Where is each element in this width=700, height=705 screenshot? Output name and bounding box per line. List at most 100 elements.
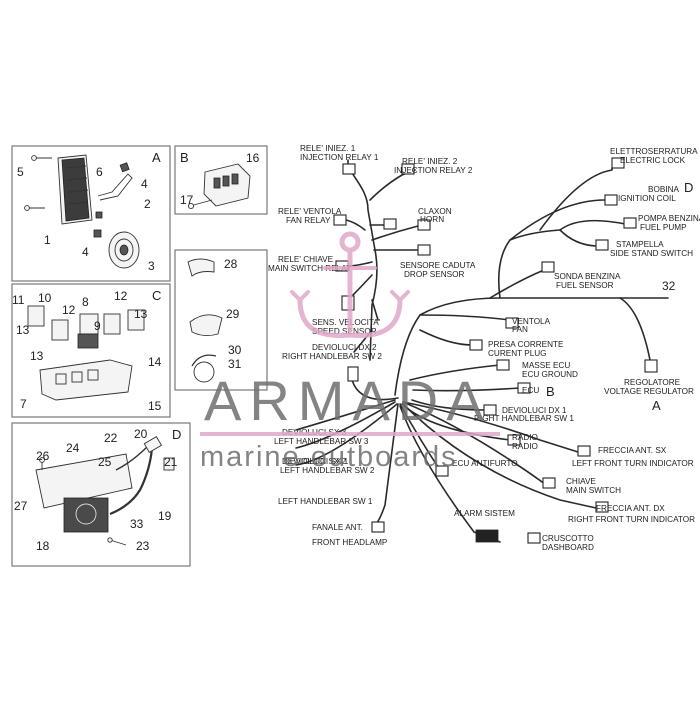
label-fuel-pump-it: POMPA BENZINA [638, 214, 700, 223]
panel-d-letter: D [172, 427, 181, 442]
label-fan-relay-en: FAN RELAY [286, 216, 331, 225]
label-right-front-turn-indicator-it: FRECCIA ANT. DX [596, 504, 665, 513]
harness-reference-marks: 32 D B A [546, 180, 693, 413]
label-front-headlamp-en: FRONT HEADLAMP [312, 538, 388, 547]
svg-text:25: 25 [98, 455, 112, 469]
svg-text:19: 19 [158, 509, 172, 523]
panel-bracket: 28 29 30 31 [174, 249, 268, 391]
label-drop-sensor-it: SENSORE CADUTA [400, 261, 476, 270]
label-left-front-turn-indicator-en: LEFT FRONT TURN INDICATOR [572, 459, 694, 468]
label-side-stand-switch-it: STAMPELLA [616, 240, 664, 249]
label-injection-relay-1-it: RELE' INIEZ. 1 [300, 144, 356, 153]
watermark: ARMADA marine outboards [200, 231, 500, 473]
panel-c-letter: C [152, 288, 161, 303]
svg-text:22: 22 [104, 431, 118, 445]
label-fan-relay-it: RELE' VENTOLA [278, 207, 342, 216]
fuse-box-drawing [203, 163, 251, 207]
horn-drawing [108, 231, 140, 269]
label-main-switch-it: CHIAVE [566, 477, 596, 486]
svg-text:14: 14 [148, 355, 162, 369]
svg-text:11: 11 [12, 293, 25, 307]
label-fan-en: FAN [512, 325, 528, 334]
label-dashboard-it: CRUSCOTTO [542, 534, 594, 543]
anchor-logo [290, 231, 410, 339]
label-left-handlebar-sw3-en: LEFT HANDLEBAR SW 3 [274, 437, 369, 446]
label-fuel-pump-en: FUEL PUMP [640, 223, 687, 232]
label-voltage-regulator-it: REGOLATORE [624, 378, 681, 387]
panel-b-letter: B [180, 150, 189, 165]
bracket-number: 29 [226, 307, 240, 321]
label-side-stand-switch-en: SIDE STAND SWITCH [610, 249, 693, 258]
label-radio-en: RADIO [512, 442, 538, 451]
ref-letter-regulator: A [652, 398, 661, 413]
watermark-divider [200, 432, 500, 436]
svg-text:10: 10 [38, 291, 52, 305]
label-left-front-turn-indicator-it: FRECCIA ANT. SX [598, 446, 667, 455]
harness-connectors [333, 157, 658, 544]
bracket-number: 31 [228, 357, 242, 371]
panel-b-frame [174, 145, 268, 215]
label-horn-it: CLAXON [418, 207, 452, 216]
label-electric-lock-en: ELECTRIC LOCK [620, 156, 686, 165]
label-injection-relay-1-en: INJECTION RELAY 1 [300, 153, 379, 162]
label-ignition-coil-it: BOBINA [648, 185, 679, 194]
panel-a-frame [11, 145, 171, 282]
svg-text:24: 24 [66, 441, 80, 455]
label-right-handlebar-sw2-en: RIGHT HANDLEBAR SW 2 [282, 352, 382, 361]
label-alarm-system-it: ECU ANTIFURTO [452, 459, 518, 468]
label-main-switch-relay-it: RELE' CHIAVE [278, 255, 334, 264]
label-left-handlebar-sw2-it: DEVIOLUCI SX 2 [282, 457, 347, 466]
label-main-switch-relay-en: MAIN SWITCH RELAY [268, 264, 352, 273]
label-fuel-sensor-it: SONDA BENZINA [554, 272, 621, 281]
svg-text:18: 18 [36, 539, 50, 553]
svg-text:26: 26 [36, 449, 50, 463]
watermark-tagline: marine outboards [200, 441, 458, 473]
ignition-coil-drawing [35, 436, 175, 546]
ref-number-32: 32 [662, 279, 676, 293]
label-front-headlamp-it: FANALE ANT. [312, 523, 363, 532]
label-ecu-ground-it: MASSE ECU [522, 361, 570, 370]
label-right-handlebar-sw1-en: RIGHT HANDLEBAR SW 1 [474, 414, 574, 423]
svg-text:7: 7 [20, 397, 27, 411]
svg-text:9: 9 [94, 319, 101, 333]
panel-c-numbers: 11 10 12 8 12 13 9 13 13 14 7 15 [12, 289, 162, 413]
label-right-front-turn-indicator-en: RIGHT FRONT TURN INDICATOR [568, 515, 695, 524]
label-drop-sensor-en: DROP SENSOR [404, 270, 464, 279]
svg-text:13: 13 [30, 349, 44, 363]
harness-labels: RELE' INIEZ. 1 INJECTION RELAY 1 RELE' I… [268, 144, 700, 552]
clip-drawings [187, 258, 223, 383]
panel-c: C 11 10 12 8 12 13 9 13 13 14 7 15 [11, 283, 171, 418]
label-speed-sensor-it: SENS. VELOCITA' [312, 318, 381, 327]
panel-bracket-frame [174, 249, 268, 391]
label-left-handlebar-sw1-it-shown: DEVIOLUCI SX 1 [284, 457, 349, 466]
svg-text:13: 13 [134, 307, 148, 321]
label-horn-en: HORN [420, 215, 444, 224]
label-alarm-system-en: ALARM SISTEM [454, 509, 515, 518]
label-injection-relay-2-en: INJECTION RELAY 2 [394, 166, 473, 175]
label-voltage-regulator-en: VOLTAGE REGULATOR [604, 387, 694, 396]
bracket-number: 28 [224, 257, 238, 271]
svg-text:33: 33 [130, 517, 144, 531]
label-main-switch-en: MAIN SWITCH [566, 486, 621, 495]
svg-text:13: 13 [16, 323, 30, 337]
label-speed-sensor-en: SPEED SENSOR [312, 327, 377, 336]
label-fuel-sensor-en: FUEL SENSOR [556, 281, 614, 290]
svg-text:1: 1 [44, 233, 51, 247]
panel-b-number: 16 [246, 151, 260, 165]
svg-text:12: 12 [62, 303, 76, 317]
svg-text:15: 15 [148, 399, 162, 413]
label-right-handlebar-sw2-it: DEVIOLUCI DX 2 [312, 343, 377, 352]
bracket-drawing [93, 162, 133, 238]
svg-text:3: 3 [148, 259, 155, 273]
label-current-plug-it: PRESA CORRENTE [488, 340, 564, 349]
label-ecu: ECU [522, 386, 539, 395]
svg-text:2: 2 [144, 197, 151, 211]
panel-a-letter: A [152, 150, 161, 165]
bracket-number: 30 [228, 343, 242, 357]
harness-wires [295, 159, 669, 543]
panel-c-frame [11, 283, 171, 418]
panel-b: B 16 17 [174, 145, 268, 215]
label-radio-it: RADIO [512, 433, 538, 442]
label-left-handlebar-sw2-en: LEFT HANDLEBAR SW 2 [280, 466, 375, 475]
svg-text:21: 21 [164, 455, 178, 469]
